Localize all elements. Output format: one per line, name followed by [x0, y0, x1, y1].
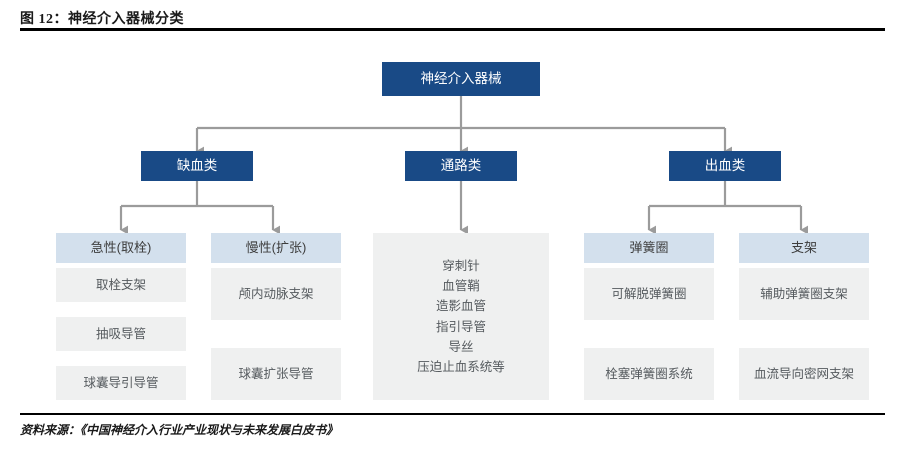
- leaf-access-2: 血管鞘: [442, 279, 480, 293]
- title-divider-rule: [20, 28, 885, 31]
- leaf-access-1: 穿刺针: [442, 258, 480, 273]
- node-category-ischemia[interactable]: 缺血类: [141, 151, 253, 181]
- node-category-access[interactable]: 通路类: [405, 151, 517, 181]
- leaf-acute-3[interactable]: 球囊导引导管: [56, 366, 186, 400]
- leaf-coil-1[interactable]: 可解脱弹簧圈: [584, 268, 714, 320]
- leaf-access-block[interactable]: 穿刺针 血管鞘 造影血管 指引导管 导丝 压迫止血系统等: [373, 233, 549, 400]
- node-subgroup-stent[interactable]: 支架: [739, 233, 869, 263]
- leaf-access-3: 造影血管: [435, 299, 486, 314]
- node-subgroup-chronic[interactable]: 慢性(扩张): [211, 233, 341, 263]
- leaf-acute-1[interactable]: 取栓支架: [56, 268, 186, 302]
- leaf-stent-1[interactable]: 辅助弹簧圈支架: [739, 268, 869, 320]
- node-root[interactable]: 神经介入器械: [382, 62, 540, 96]
- leaf-access-6: 压迫止血系统等: [417, 360, 505, 374]
- source-note: 资料来源：《中国神经介入行业产业现状与未来发展白皮书》: [20, 423, 339, 437]
- leaf-coil-2[interactable]: 栓塞弹簧圈系统: [584, 348, 714, 400]
- leaf-chronic-2[interactable]: 球囊扩张导管: [211, 348, 341, 400]
- leaf-access-4: 指引导管: [435, 319, 486, 334]
- source-divider-rule: [20, 413, 885, 415]
- node-subgroup-coil[interactable]: 弹簧圈: [584, 233, 714, 263]
- node-subgroup-acute[interactable]: 急性(取栓): [56, 233, 186, 263]
- leaf-stent-2[interactable]: 血流导向密网支架: [739, 348, 869, 400]
- leaf-access-5: 导丝: [448, 339, 474, 354]
- leaf-acute-2[interactable]: 抽吸导管: [56, 317, 186, 351]
- node-category-hemorrhage[interactable]: 出血类: [669, 151, 781, 181]
- leaf-chronic-1[interactable]: 颅内动脉支架: [211, 268, 341, 320]
- connector-lines: [119, 96, 809, 235]
- figure-title: 图 12：神经介入器械分类: [20, 12, 184, 27]
- diagram-canvas: 神经介入器械 缺血类 通路类 出血类 急性(取栓) 慢性(扩张) 弹簧圈 支架 …: [0, 34, 905, 409]
